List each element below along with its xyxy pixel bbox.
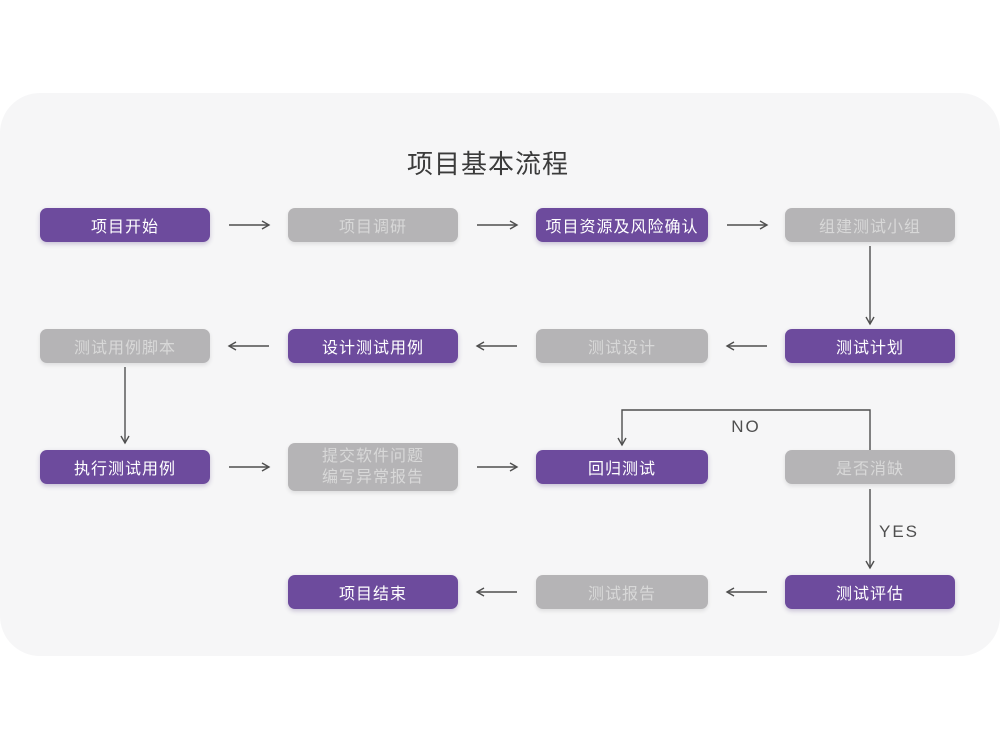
page-title: 项目基本流程 (406, 149, 569, 179)
flow-node-project-end: 项目结束 (288, 575, 458, 609)
flow-node-build-test-team: 组建测试小组 (785, 208, 955, 242)
no-label: NO (731, 417, 761, 436)
flow-node-execute-test-case: 执行测试用例 (40, 450, 210, 484)
flow-node-test-plan: 测试计划 (785, 329, 955, 363)
flow-node-test-design: 测试设计 (536, 329, 708, 363)
flow-node-test-case-script: 测试用例脚本 (40, 329, 210, 363)
flow-node-project-start: 项目开始 (40, 208, 210, 242)
flow-node-test-evaluation: 测试评估 (785, 575, 955, 609)
flowchart-card (0, 93, 1000, 656)
flow-node-resource-risk-confirm: 项目资源及风险确认 (536, 208, 708, 242)
flow-node-regression-test: 回归测试 (536, 450, 708, 484)
yes-label: YES (879, 522, 920, 541)
flow-node-submit-issue-report: 提交软件问题 编写异常报告 (288, 443, 458, 491)
arrow-no-loop (617, 409, 871, 450)
flow-node-line: 提交软件问题 (321, 448, 424, 465)
flow-node-defect-cleared: 是否消缺 (785, 450, 955, 484)
flow-node-test-report: 测试报告 (536, 575, 708, 609)
flow-node-project-research: 项目调研 (288, 208, 458, 242)
flow-node-line: 编写异常报告 (321, 469, 424, 486)
flow-node-design-test-case: 设计测试用例 (288, 329, 458, 363)
